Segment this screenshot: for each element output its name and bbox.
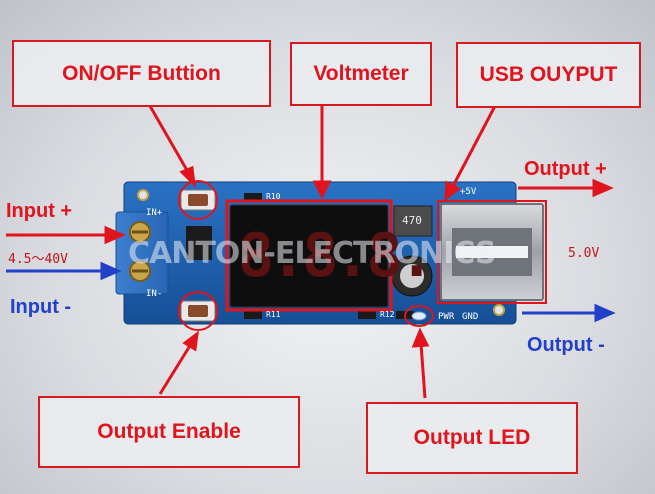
label-input-minus: Input - [10, 296, 72, 318]
voltmeter-highlight [225, 199, 393, 312]
label-input-plus: Input + [6, 200, 73, 222]
label-inductor-value: 470 [402, 214, 422, 227]
callout-onoff-button: ON/OFF Buttion [12, 40, 271, 107]
label-plus5v: +5V [460, 187, 477, 197]
screw-terminal [115, 211, 169, 295]
mount-hole [137, 189, 149, 201]
callout-output-led: Output LED [366, 402, 578, 474]
callout-usb-output: USB OUYPUT [456, 42, 641, 108]
output-led [411, 311, 427, 321]
label-in-plus: IN+ [146, 208, 163, 218]
label-output-minus: Output - [527, 334, 605, 356]
blue-arrows [6, 261, 616, 323]
label-input-range: 4.5～40V [8, 252, 68, 267]
inductor [393, 205, 433, 237]
label-r12: R12 [380, 310, 395, 319]
seven-segment-display [229, 204, 389, 308]
enable-highlight [178, 291, 218, 331]
label-pwr: PWR [438, 312, 455, 322]
ic-chip [186, 226, 212, 260]
label-gnd: GND [462, 312, 479, 322]
callout-output-enable: Output Enable [38, 396, 300, 468]
usb-highlight [437, 200, 547, 304]
onoff-highlight [178, 180, 218, 220]
label-r11: R11 [266, 310, 281, 319]
led-highlight [404, 305, 434, 327]
label-r10: R10 [266, 192, 281, 201]
callout-voltmeter: Voltmeter [290, 42, 432, 106]
label-output-plus: Output + [524, 158, 607, 180]
mount-hole [493, 304, 505, 316]
label-output-voltage: 5.0V [568, 246, 600, 261]
watermark: CANTON-ELECTRONICS [128, 236, 497, 271]
callout-connectors [6, 105, 614, 399]
label-in-minus: IN- [146, 289, 163, 299]
